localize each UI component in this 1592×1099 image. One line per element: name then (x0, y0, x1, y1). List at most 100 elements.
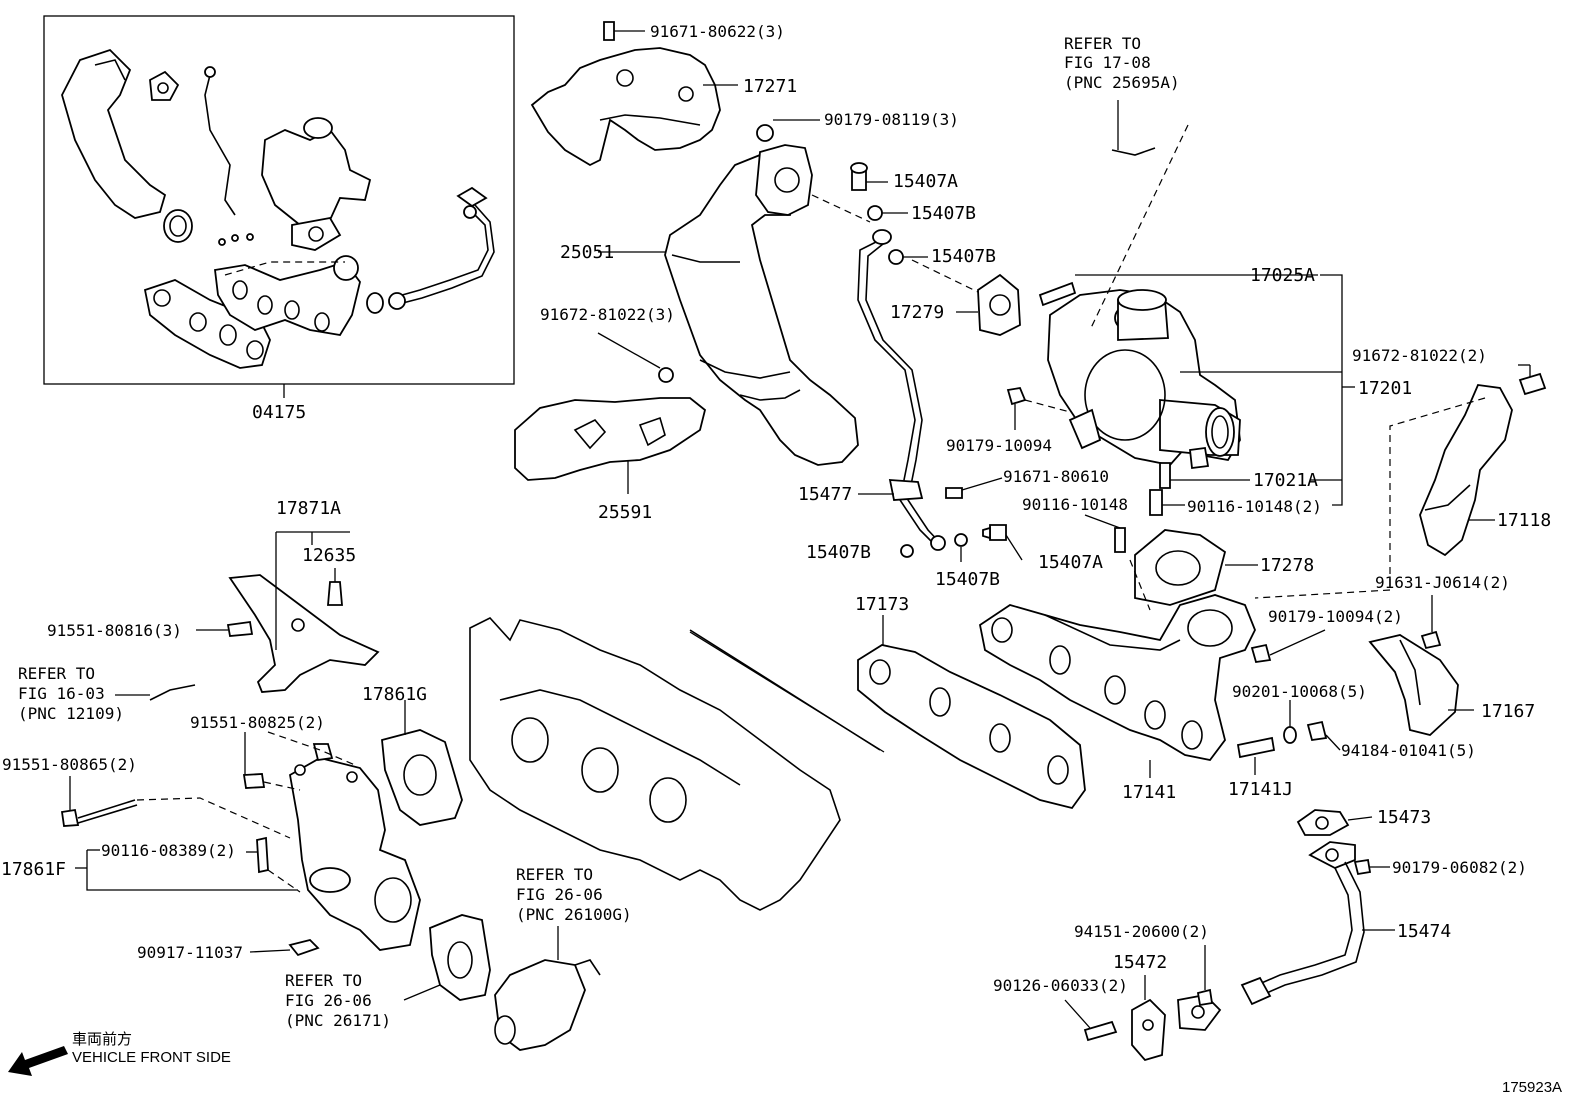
gasket-15407B-a (867, 205, 883, 221)
refer-line-3: (PNC 25695A) (1064, 73, 1180, 92)
label-90116-10148-2: 90116-10148(2) (1187, 497, 1322, 516)
label-15407B-b: 15407B (931, 246, 996, 267)
label-04175: 04175 (252, 402, 306, 423)
refer-note-fig-17-08: REFER TO FIG 17-08 (PNC 25695A) (1064, 34, 1180, 92)
label-25051: 25051 (560, 242, 614, 263)
refer-line-1: REFER TO (18, 664, 95, 683)
front-caption-jp: 車両前方 (72, 1031, 132, 1048)
label-15477: 15477 (798, 484, 852, 505)
sensor-12635 (327, 581, 343, 606)
washer-90201-10068 (1283, 726, 1297, 744)
label-17201: 17201 (1358, 378, 1412, 399)
nut-94184-01041 (1306, 720, 1328, 742)
label-15473: 15473 (1377, 807, 1431, 828)
exhaust-manifold-17141 (978, 594, 1256, 761)
egr-pipe-26100G (494, 959, 601, 1051)
nut-90179-10094 (1006, 386, 1027, 406)
gasket-15407B-b (888, 249, 904, 265)
stud-17021A (1159, 462, 1171, 489)
label-90917-11037: 90917-11037 (137, 943, 243, 962)
gasket-26171 (429, 914, 491, 1001)
bolt-91551-80816 (226, 620, 254, 637)
label-15407B-a: 15407B (911, 203, 976, 224)
label-90179-10094-2: 90179-10094(2) (1268, 607, 1403, 626)
refer-line-3: (PNC 26100G) (516, 905, 632, 924)
label-90201-10068: 90201-10068(5) (1232, 682, 1367, 701)
label-15407B-c: 15407B (806, 542, 871, 563)
label-90179-08119: 90179-08119(3) (824, 110, 959, 129)
gasket-17279 (977, 273, 1021, 336)
label-91631-J0614: 91631-J0614(2) (1375, 573, 1510, 592)
gasket-15407B-c (900, 544, 914, 558)
bolt-91551-80825-a (312, 743, 334, 762)
sensor-90917-11037 (288, 939, 320, 957)
nut-90179-06082 (1353, 858, 1372, 876)
label-90126-06033: 90126-06033(2) (993, 976, 1128, 995)
refer-line-2: FIG 26-06 (285, 991, 372, 1010)
label-94151-20600: 94151-20600(2) (1074, 922, 1209, 941)
refer-line-2: FIG 16-03 (18, 684, 105, 703)
refer-note-fig-16-03: REFER TO FIG 16-03 (PNC 12109) (18, 664, 124, 723)
label-17141: 17141 (1122, 782, 1176, 803)
label-91551-80816: 91551-80816(3) (47, 621, 182, 640)
converter-25051 (664, 144, 859, 466)
label-90179-10094: 90179-10094 (946, 436, 1052, 455)
label-17118: 17118 (1497, 510, 1551, 531)
refer-line-3: (PNC 12109) (18, 704, 124, 723)
stud-90116-10148 (1114, 527, 1126, 553)
bolt-91551-80825-b (242, 773, 266, 789)
label-17861F: 17861F (1, 859, 66, 880)
gasket-17861G (381, 729, 463, 826)
label-91672-81022-3: 91672-81022(3) (540, 305, 675, 324)
label-90116-10148: 90116-10148 (1022, 495, 1128, 514)
part-labels: 91671-80622(3) 17271 90179-08119(3) 1540… (1, 22, 1551, 995)
stud-90116-08389 (256, 836, 269, 874)
oil-tube-15477 (857, 229, 946, 551)
label-91671-80610: 91671-80610 (1003, 467, 1109, 486)
heat-insulator-17167 (1368, 634, 1459, 736)
stud-17025A (1038, 281, 1077, 307)
stud-90126-06033 (1083, 1020, 1118, 1042)
heat-insulator-17118 (1419, 384, 1513, 557)
front-caption-en: VEHICLE FRONT SIDE (72, 1049, 231, 1066)
arrow-left-down-icon (8, 1046, 68, 1076)
nut-90179-10094-2 (1250, 643, 1272, 664)
bracket-17871A (228, 574, 380, 693)
cylinder-head-outline (469, 617, 885, 911)
label-17021A: 17021A (1253, 470, 1318, 491)
label-91551-80825: 91551-80825(2) (190, 713, 325, 732)
label-15407A-top: 15407A (893, 171, 958, 192)
bolt-91672-81022-2 (1518, 372, 1547, 396)
water-pipe-15474 (1177, 841, 1365, 1031)
bolt-15407A-bottom (982, 524, 1007, 541)
throttle-body-17861F (289, 757, 421, 951)
label-17141J: 17141J (1228, 779, 1293, 800)
label-15407B-d: 15407B (935, 569, 1000, 590)
label-90179-06082: 90179-06082(2) (1392, 858, 1527, 877)
label-15472: 15472 (1113, 952, 1167, 973)
label-90116-08389: 90116-08389(2) (101, 841, 236, 860)
turbocharger-17201 (1047, 289, 1241, 470)
stud-90116-10148-2 (1149, 489, 1163, 516)
bolt-15407A-top (850, 162, 868, 191)
kit-inset-04175 (43, 15, 515, 385)
gasket-15407B-d (954, 533, 968, 547)
bolt-91551-80865 (60, 799, 138, 827)
gasket-17173 (857, 644, 1086, 810)
label-17279: 17279 (890, 302, 944, 323)
refer-note-fig-26-06-26171: REFER TO FIG 26-06 (PNC 26171) (285, 971, 391, 1030)
label-12635: 12635 (302, 545, 356, 566)
label-25591: 25591 (598, 502, 652, 523)
bolt-91631-J0614 (1420, 630, 1442, 650)
label-17173: 17173 (855, 594, 909, 615)
label-17861G: 17861G (362, 684, 427, 705)
gasket-17278 (1134, 529, 1227, 606)
refer-line-1: REFER TO (1064, 34, 1141, 53)
label-17871A: 17871A (276, 498, 341, 519)
label-91671-80622: 91671-80622(3) (650, 22, 785, 41)
gasket-15473 (1296, 809, 1350, 836)
gasket-15472 (1131, 998, 1166, 1062)
refer-line-2: FIG 26-06 (516, 885, 603, 904)
